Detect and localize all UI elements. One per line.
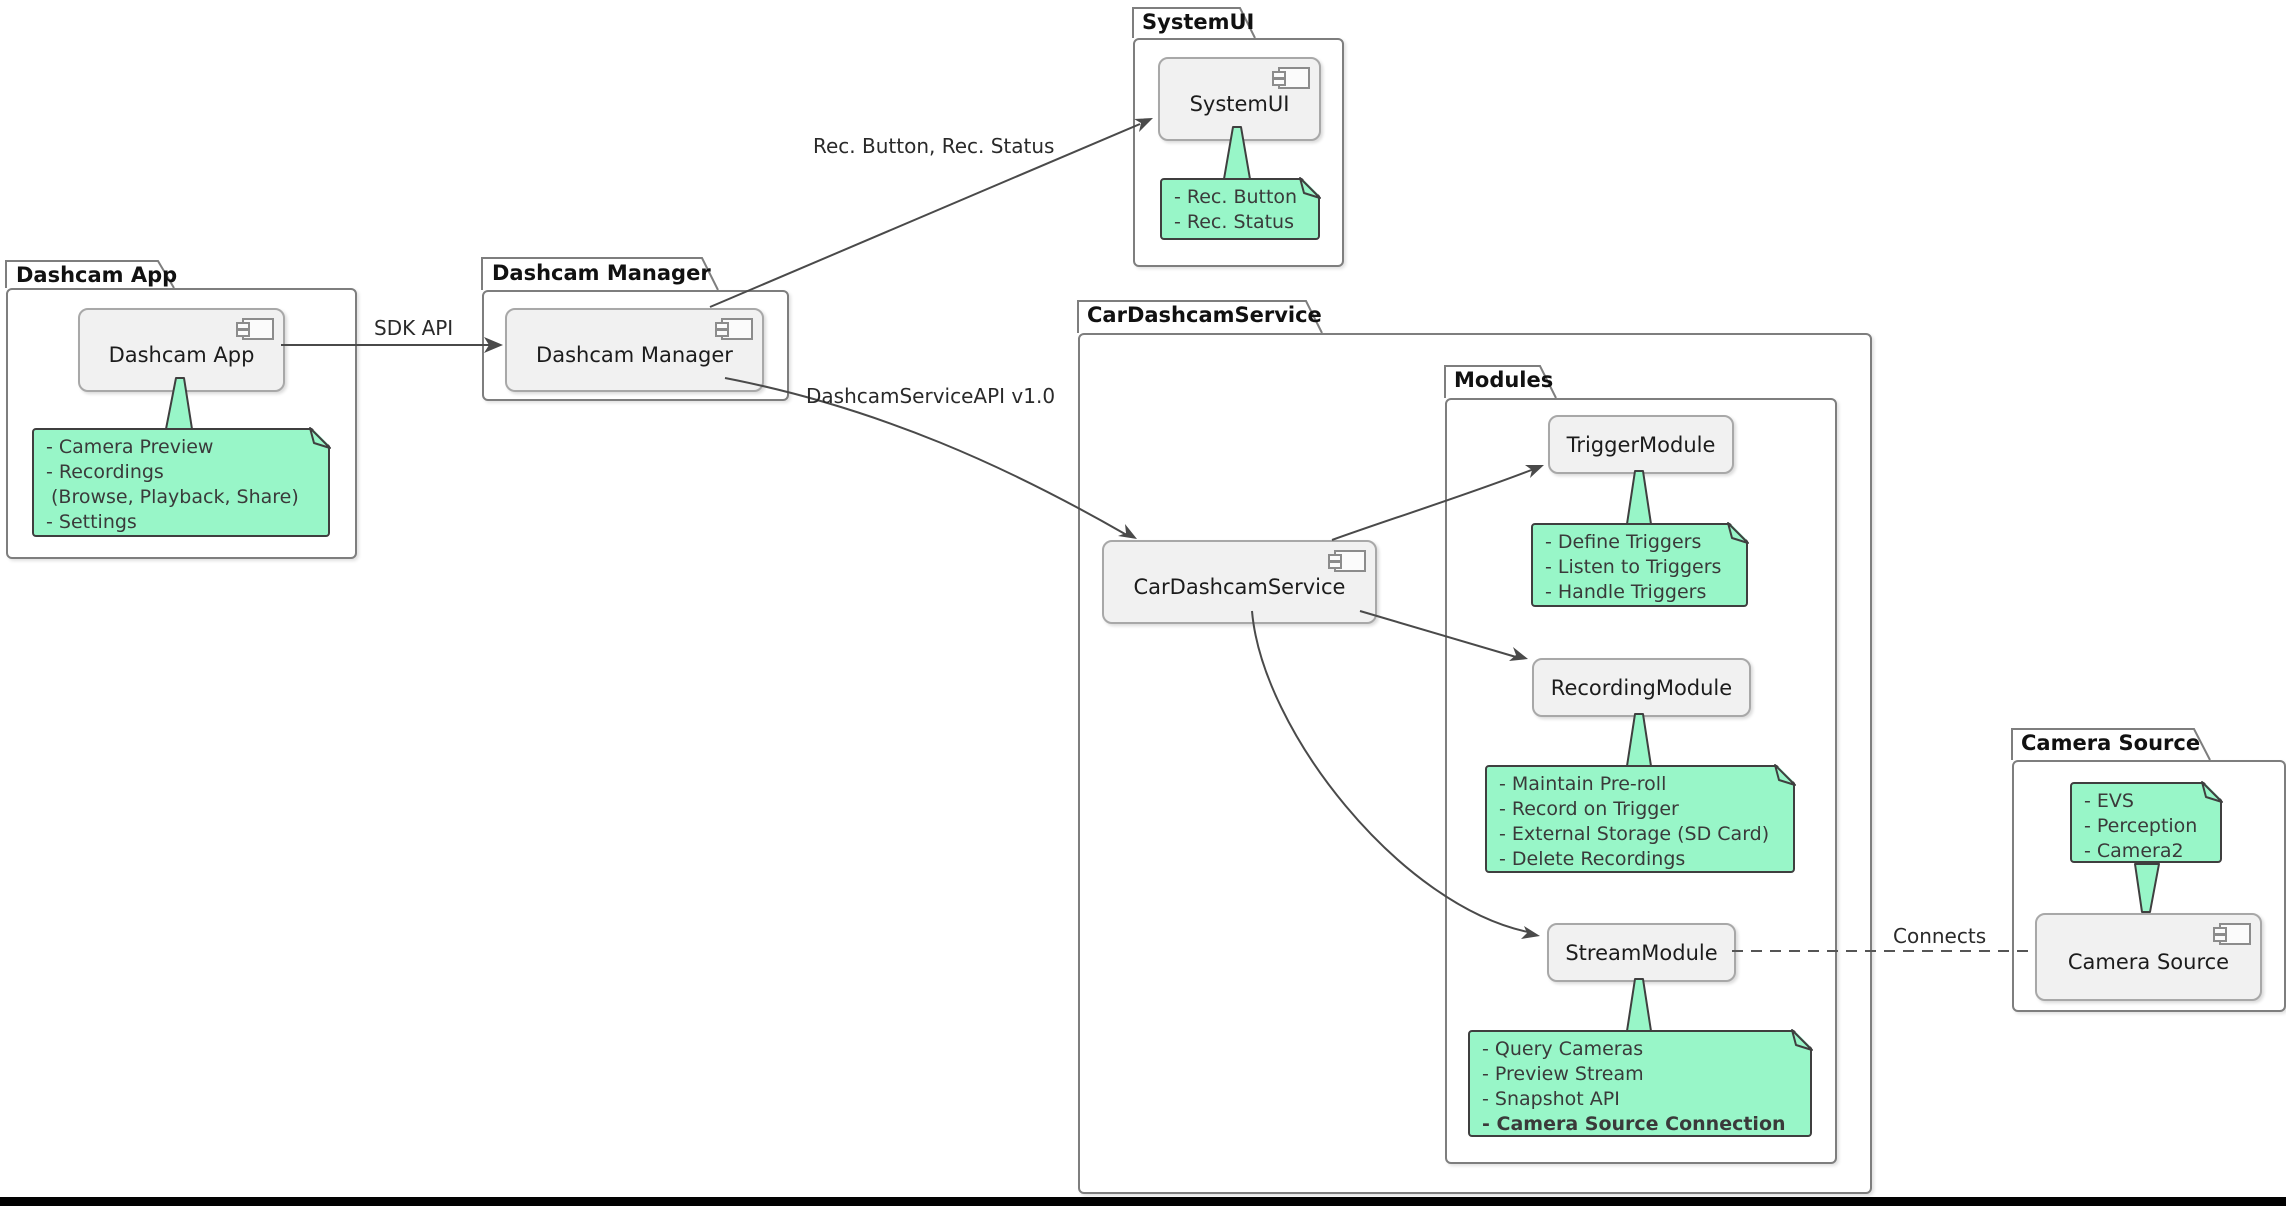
component-icon [236,318,274,340]
component-icon [715,318,753,340]
note-dashcam-app: - Camera Preview - Recordings (Browse, P… [32,428,330,537]
note-line: - Record on Trigger [1499,798,1679,820]
component-label: Camera Source [2067,950,2230,974]
component-recording-module: RecordingModule [1532,658,1751,717]
component-label: TriggerModule [1566,432,1716,457]
note-line: - Maintain Pre-roll [1499,773,1667,795]
component-dashcam-manager: Dashcam Manager [505,308,764,392]
note-line: - Define Triggers [1545,531,1702,553]
note-line: - Listen to Triggers [1545,556,1722,578]
component-icon [1272,67,1310,89]
component-dashcam-app: Dashcam App [78,308,285,392]
component-icon [1328,550,1366,572]
component-label: RecordingModule [1550,675,1733,700]
note-trigger-module: - Define Triggers - Listen to Triggers -… [1531,523,1748,607]
note-line: - Handle Triggers [1545,581,1707,603]
note-line: - External Storage (SD Card) [1499,823,1770,845]
note-line: - Recordings [46,461,164,483]
note-line: - Settings [46,511,137,533]
bottom-black-bar [0,1197,2286,1206]
component-label: Dashcam App [108,343,255,367]
note-line: - Camera Source Connection [1482,1113,1786,1135]
component-label: CarDashcamService [1133,575,1346,599]
package-title-dashcam-app: Dashcam App [16,263,178,287]
package-title-camera-source: Camera Source [2021,731,2201,755]
note-line: - Preview Stream [1482,1063,1644,1085]
component-car-dashcam-service: CarDashcamService [1102,540,1377,624]
note-line: - Snapshot API [1482,1088,1620,1110]
note-line: - Delete Recordings [1499,848,1686,870]
component-label: SystemUI [1189,92,1290,116]
note-line: - Rec. Status [1174,211,1295,233]
note-camera-source: - EVS - Perception - Camera2 [2070,782,2222,863]
note-line: - Perception [2084,815,2198,837]
note-line: - Rec. Button [1174,186,1298,208]
edge-label-rec-button-status: Rec. Button, Rec. Status [813,134,1055,158]
note-stream-module: - Query Cameras - Preview Stream - Snaps… [1468,1030,1812,1137]
component-camera-source: Camera Source [2035,913,2262,1001]
component-icon [2213,923,2251,945]
package-title-car-dashcam-service: CarDashcamService [1087,303,1322,327]
package-title-modules: Modules [1454,368,1554,392]
component-label: Dashcam Manager [536,343,733,367]
note-line: - Camera2 [2084,840,2184,862]
note-line: (Browse, Playback, Share) [51,486,299,508]
component-stream-module: StreamModule [1547,923,1736,982]
edge-label-connects: Connects [1893,924,1987,948]
edge-label-dashcam-service-api: DashcamServiceAPI v1.0 [806,384,1056,408]
edge-label-sdk-api: SDK API [374,316,454,340]
note-recording-module: - Maintain Pre-roll - Record on Trigger … [1485,765,1795,873]
package-title-systemui: SystemUI [1142,10,1255,34]
note-line: - Query Cameras [1482,1038,1644,1060]
component-label: StreamModule [1565,940,1718,965]
package-title-dashcam-manager: Dashcam Manager [492,261,711,285]
component-trigger-module: TriggerModule [1548,415,1734,474]
note-systemui: - Rec. Button - Rec. Status [1160,178,1320,240]
note-line: - EVS [2084,790,2134,812]
component-systemui: SystemUI [1158,57,1321,141]
note-line: - Camera Preview [46,436,214,458]
